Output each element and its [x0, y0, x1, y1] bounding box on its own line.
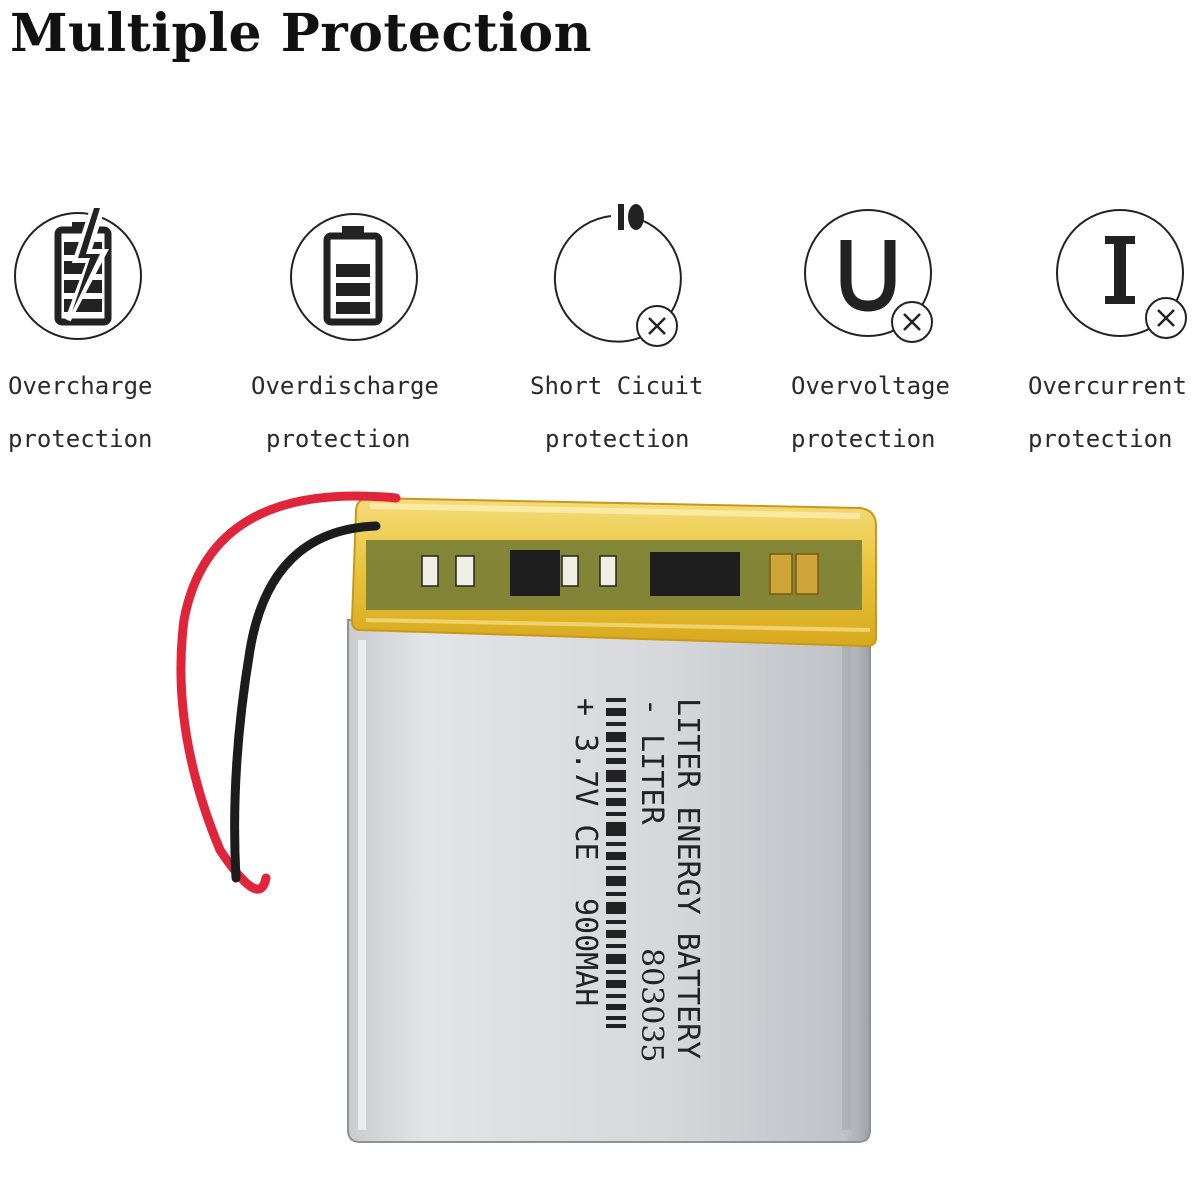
feature-label-line2: protection [791, 425, 936, 453]
feature-label-line1: Overcurrent [1028, 372, 1187, 400]
battery-negative-text: - LITER [634, 698, 669, 825]
feature-label-line1: Overvoltage [791, 372, 950, 400]
voltage-u-icon [804, 209, 933, 343]
feature-label-overcharge: Overcharge protection [8, 360, 153, 466]
feature-label-short-circuit: Short Cicuit protection [530, 360, 703, 466]
current-i-icon [1056, 209, 1187, 339]
battery-positive-text: + 3.7V CE [568, 698, 603, 861]
battery-brand-text: LITER ENERGY BATTERY [670, 698, 705, 1059]
feature-label-line1: Overcharge [8, 372, 153, 400]
battery-product-image: LITER ENERGY BATTERY - LITER 803035 + 3.… [176, 491, 877, 1143]
feature-label-line2: protection [545, 425, 690, 453]
battery-label: LITER ENERGY BATTERY - LITER 803035 + 3.… [568, 698, 705, 1063]
feature-label-overcurrent: Overcurrent protection [1028, 360, 1187, 466]
power-off-icon [553, 204, 682, 347]
feature-label-line1: Short Cicuit [530, 372, 704, 400]
feature-label-line2: protection [266, 425, 411, 453]
feature-label-line1: Overdischarge [251, 372, 439, 400]
feature-label-line2: protection [1028, 425, 1173, 453]
barcode [606, 698, 626, 1028]
headline: Multiple Protection [10, 3, 592, 64]
battery-model-text: 803035 [634, 948, 669, 1063]
feature-label-line2: protection [8, 425, 153, 453]
battery-capacity-text: 900MAH [568, 898, 603, 1006]
feature-label-overvoltage: Overvoltage protection [791, 360, 950, 466]
protection-board [350, 496, 877, 648]
battery-wires [176, 491, 401, 894]
feature-label-overdischarge: Overdischarge protection [251, 360, 439, 466]
overcharge-battery-icon [14, 202, 142, 340]
battery-level-icon [290, 213, 418, 341]
